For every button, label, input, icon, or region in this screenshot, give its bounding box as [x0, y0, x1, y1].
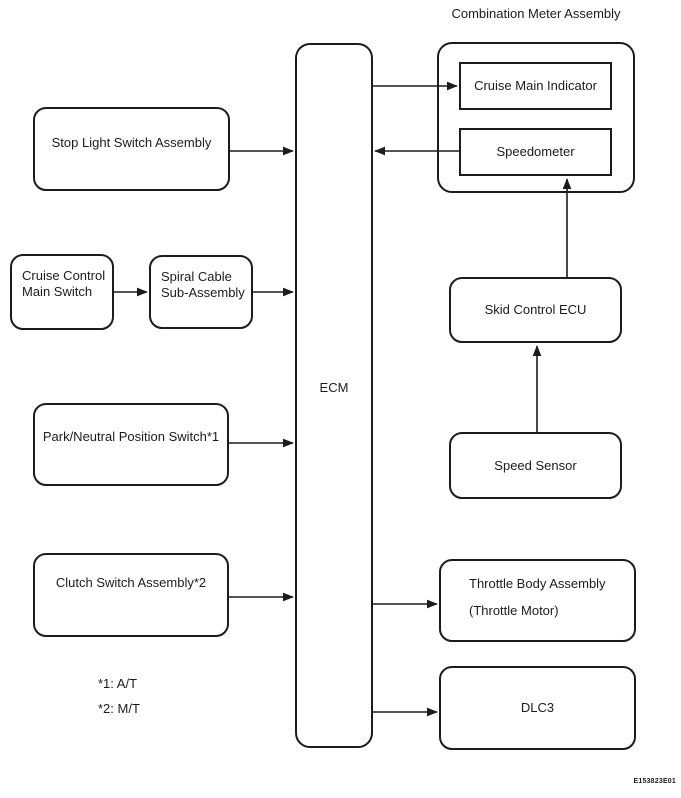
clutch-switch-box: Clutch Switch Assembly*2 — [33, 553, 229, 637]
footnote-at: *1: A/T — [98, 676, 138, 691]
dlc3-label: DLC3 — [520, 700, 555, 715]
skid-control-ecu-box: Skid Control ECU — [449, 277, 622, 343]
cruise-main-indicator-label: Cruise Main Indicator — [474, 78, 597, 93]
stop-light-switch-label: Stop Light Switch Assembly — [51, 135, 212, 150]
combination-meter-label: Combination Meter Assembly — [451, 6, 621, 21]
figure-code: E153823E01 — [633, 778, 676, 785]
park-neutral-position-switch-label: Park/Neutral Position Switch*1 — [42, 428, 220, 444]
speed-sensor-label: Speed Sensor — [494, 457, 577, 473]
ecm-box: ECM — [295, 43, 373, 748]
spiral-cable-box: Spiral Cable Sub-Assembly — [149, 255, 253, 329]
footnote-mt: *2: M/T — [98, 701, 140, 716]
cruise-control-main-switch-label-line2: Main Switch — [22, 284, 93, 299]
throttle-body-label-line2: (Throttle Motor) — [469, 603, 559, 618]
cruise-control-main-switch-box: Cruise Control Main Switch — [10, 254, 114, 330]
skid-control-ecu-label: Skid Control ECU — [484, 302, 587, 317]
cruise-control-main-switch-label-line1: Cruise Control — [22, 268, 106, 283]
throttle-body-box: Throttle Body Assembly (Throttle Motor) — [439, 559, 636, 642]
speedometer-label: Speedometer — [496, 144, 575, 159]
speed-sensor-box: Speed Sensor — [449, 432, 622, 499]
stop-light-switch-box: Stop Light Switch Assembly — [33, 107, 230, 191]
dlc3-box: DLC3 — [439, 666, 636, 750]
cruise-main-indicator-box: Cruise Main Indicator — [459, 62, 612, 110]
spiral-cable-label-line1: Spiral Cable — [161, 269, 232, 284]
park-neutral-position-switch-box: Park/Neutral Position Switch*1 — [33, 403, 229, 486]
spiral-cable-label-line2: Sub-Assembly — [161, 285, 245, 300]
clutch-switch-label: Clutch Switch Assembly*2 — [55, 575, 207, 590]
ecm-label: ECM — [319, 379, 349, 395]
throttle-body-label-line1: Throttle Body Assembly — [469, 576, 606, 591]
speedometer-box: Speedometer — [459, 128, 612, 176]
